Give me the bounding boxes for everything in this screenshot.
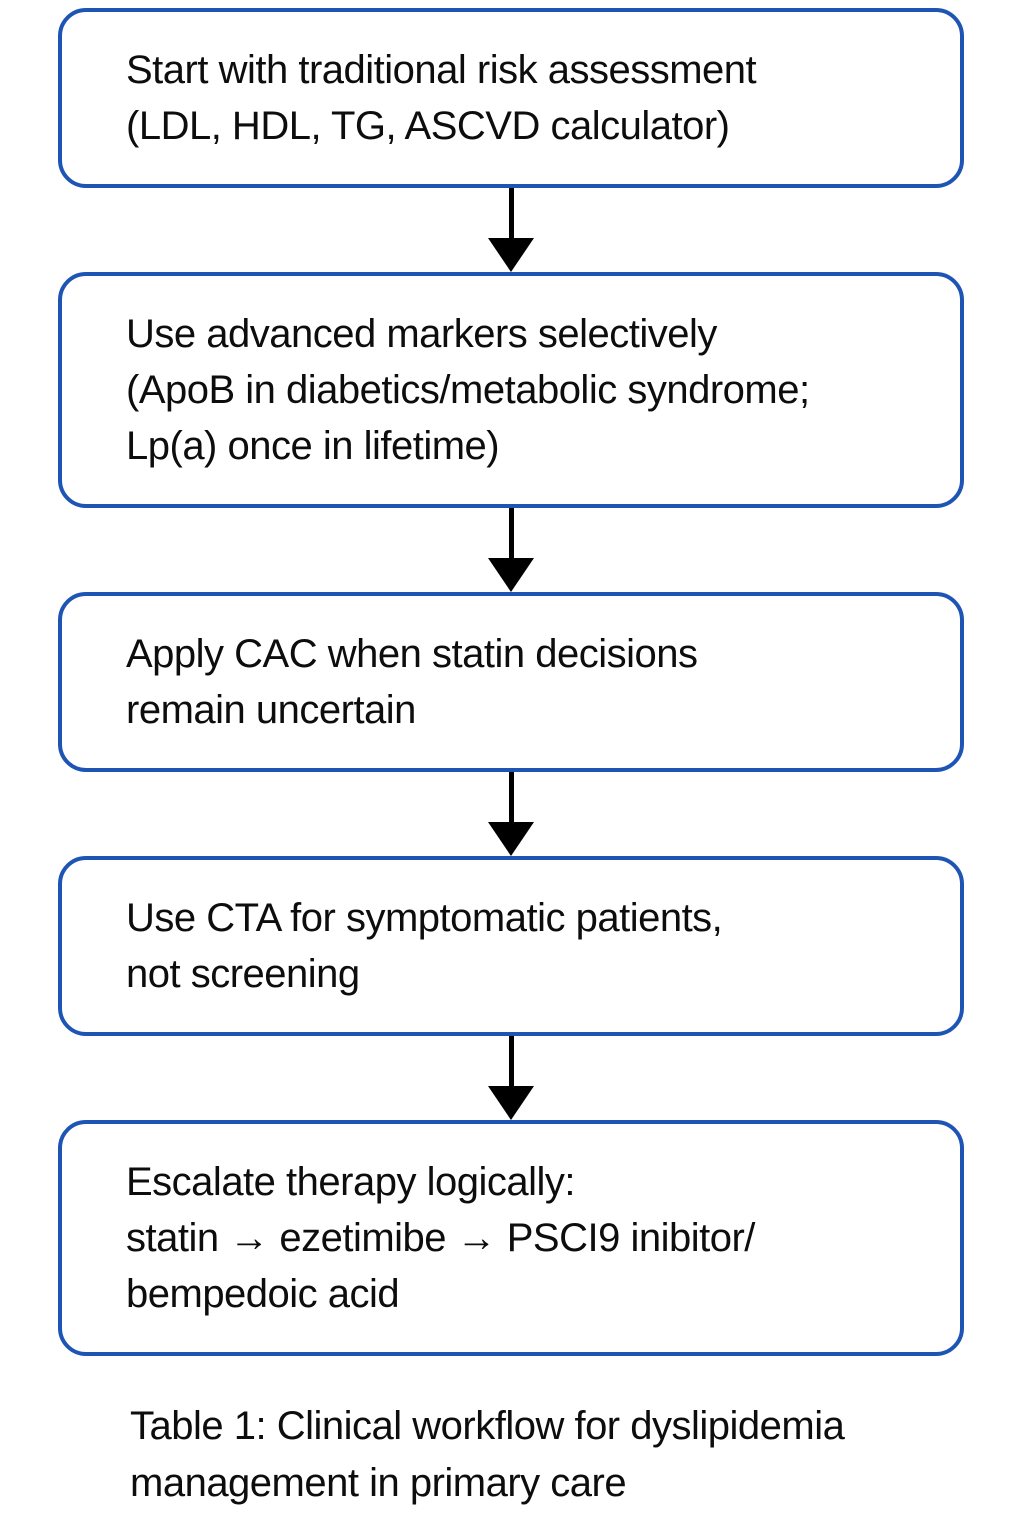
- down-arrow-head: [488, 558, 534, 592]
- flow-step-advanced-markers-text: Use advanced markers selectively (ApoB i…: [126, 312, 810, 468]
- flow-step-escalate-therapy: Escalate therapy logically: statin → eze…: [58, 1120, 964, 1356]
- down-arrow-icon: [58, 1036, 964, 1120]
- down-arrow-shaft: [508, 1036, 514, 1086]
- down-arrow-shaft: [508, 508, 514, 558]
- down-arrow-head: [488, 1086, 534, 1120]
- down-arrow-shaft: [508, 188, 514, 238]
- flow-step-risk-assessment: Start with traditional risk assessment (…: [58, 8, 964, 188]
- figure-caption: Table 1: Clinical workflow for dyslipide…: [130, 1404, 845, 1505]
- flowchart-column: Start with traditional risk assessment (…: [58, 0, 964, 1512]
- flow-step-apply-cac: Apply CAC when statin decisions remain u…: [58, 592, 964, 772]
- down-arrow-icon: [58, 188, 964, 272]
- flow-step-escalate-therapy-text: Escalate therapy logically: statin → eze…: [126, 1160, 755, 1316]
- down-arrow-head: [488, 238, 534, 272]
- flow-step-advanced-markers: Use advanced markers selectively (ApoB i…: [58, 272, 964, 508]
- down-arrow-icon: [58, 772, 964, 856]
- down-arrow-head: [488, 822, 534, 856]
- down-arrow-shaft: [508, 772, 514, 822]
- down-arrow-icon: [58, 508, 964, 592]
- flow-step-use-cta: Use CTA for symptomatic patients, not sc…: [58, 856, 964, 1036]
- flow-step-apply-cac-text: Apply CAC when statin decisions remain u…: [126, 632, 698, 732]
- flow-step-risk-assessment-text: Start with traditional risk assessment (…: [126, 48, 757, 148]
- flow-step-use-cta-text: Use CTA for symptomatic patients, not sc…: [126, 896, 723, 996]
